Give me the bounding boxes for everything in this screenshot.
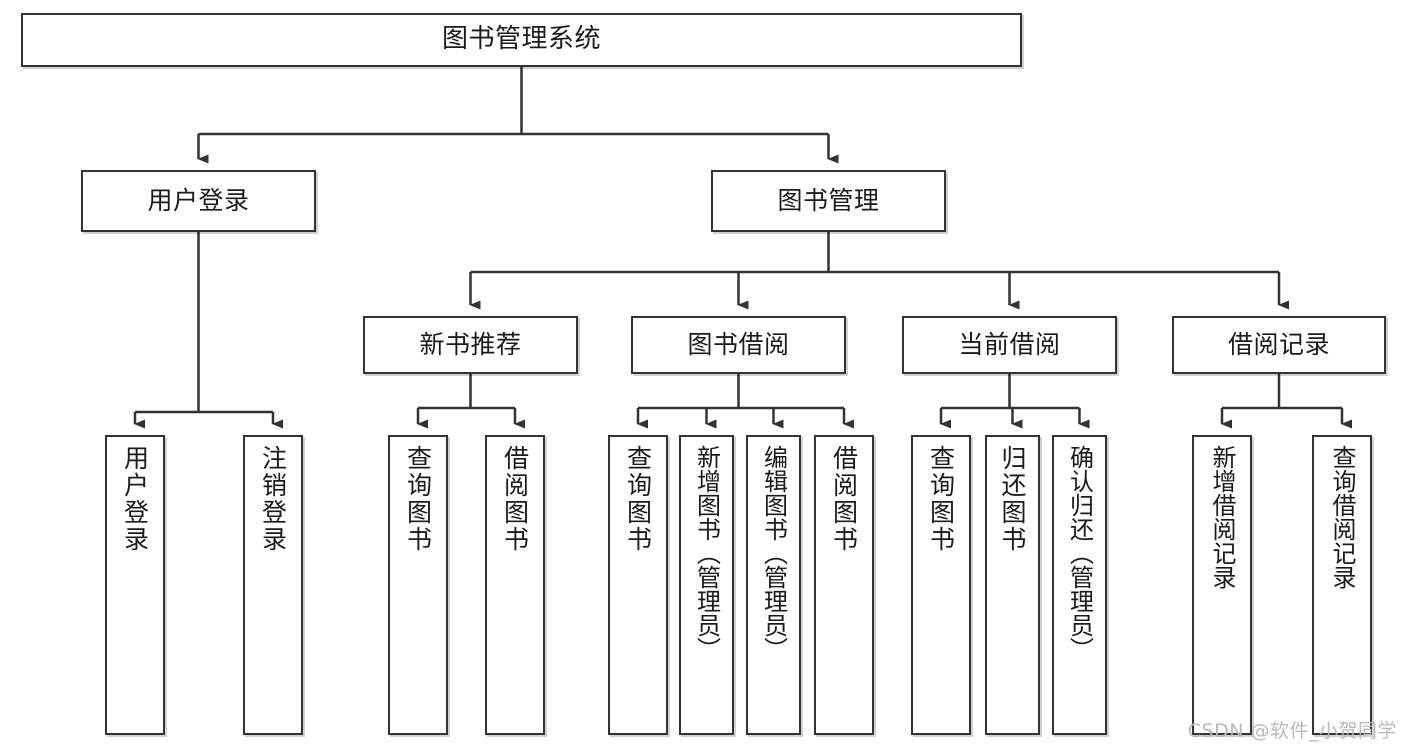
node-label-leaf-rec-add: 新增借阅记录 — [1208, 445, 1236, 589]
node-label-root: 图书管理系统 — [441, 24, 601, 55]
node-leaf-br-query[interactable]: 查询图书 — [608, 435, 668, 735]
node-newbook[interactable]: 新书推荐 — [363, 316, 578, 374]
node-leaf-new-query[interactable]: 查询图书 — [388, 435, 448, 735]
node-label-leaf-br-lend: 借阅图书 — [829, 445, 859, 553]
node-label-leaf-new-borrow: 借阅图书 — [500, 445, 530, 553]
node-leaf-cur-query[interactable]: 查询图书 — [911, 435, 971, 735]
node-label-leaf-br-query: 查询图书 — [623, 445, 653, 553]
node-label-leaf-cur-query: 查询图书 — [926, 445, 956, 553]
node-leaf-br-edit[interactable]: 编辑图书（管理员） — [746, 435, 801, 735]
node-label-leaf-br-edit: 编辑图书（管理员） — [759, 445, 788, 661]
node-leaf-new-borrow[interactable]: 借阅图书 — [485, 435, 545, 735]
node-leaf-br-lend[interactable]: 借阅图书 — [814, 435, 874, 735]
node-label-leaf-user-login: 用户登录 — [120, 445, 150, 553]
node-label-records: 借阅记录 — [1227, 329, 1330, 359]
node-leaf-user-login[interactable]: 用户登录 — [105, 435, 165, 735]
node-leaf-rec-add[interactable]: 新增借阅记录 — [1192, 435, 1252, 735]
node-label-leaf-br-add: 新增图书（管理员） — [692, 445, 721, 661]
node-label-leaf-rec-query: 查询借阅记录 — [1328, 445, 1356, 589]
node-label-leaf-cur-confirm: 确认归还（管理员） — [1065, 445, 1094, 661]
node-label-leaf-user-logout: 注销登录 — [258, 445, 288, 553]
node-label-newbook: 新书推荐 — [419, 329, 522, 359]
node-label-current: 当前借阅 — [958, 329, 1061, 359]
node-label-leaf-new-query: 查询图书 — [403, 445, 433, 553]
node-label-borrow: 图书借阅 — [687, 329, 790, 359]
node-leaf-user-logout[interactable]: 注销登录 — [243, 435, 303, 735]
node-borrow[interactable]: 图书借阅 — [631, 316, 846, 374]
node-leaf-rec-query[interactable]: 查询借阅记录 — [1312, 435, 1372, 735]
node-current[interactable]: 当前借阅 — [902, 316, 1117, 374]
node-leaf-cur-return[interactable]: 归还图书 — [985, 435, 1040, 735]
node-label-login: 用户登录 — [147, 185, 250, 215]
node-records[interactable]: 借阅记录 — [1172, 316, 1386, 374]
node-leaf-br-add[interactable]: 新增图书（管理员） — [679, 435, 734, 735]
node-leaf-cur-confirm[interactable]: 确认归还（管理员） — [1052, 435, 1107, 735]
node-root[interactable]: 图书管理系统 — [21, 13, 1022, 67]
node-login[interactable]: 用户登录 — [81, 170, 316, 232]
node-label-bookmgmt: 图书管理 — [777, 185, 880, 215]
watermark: CSDN @软件_小贺同学 — [1187, 720, 1397, 742]
node-bookmgmt[interactable]: 图书管理 — [711, 170, 946, 232]
node-label-leaf-cur-return: 归还图书 — [998, 445, 1027, 553]
